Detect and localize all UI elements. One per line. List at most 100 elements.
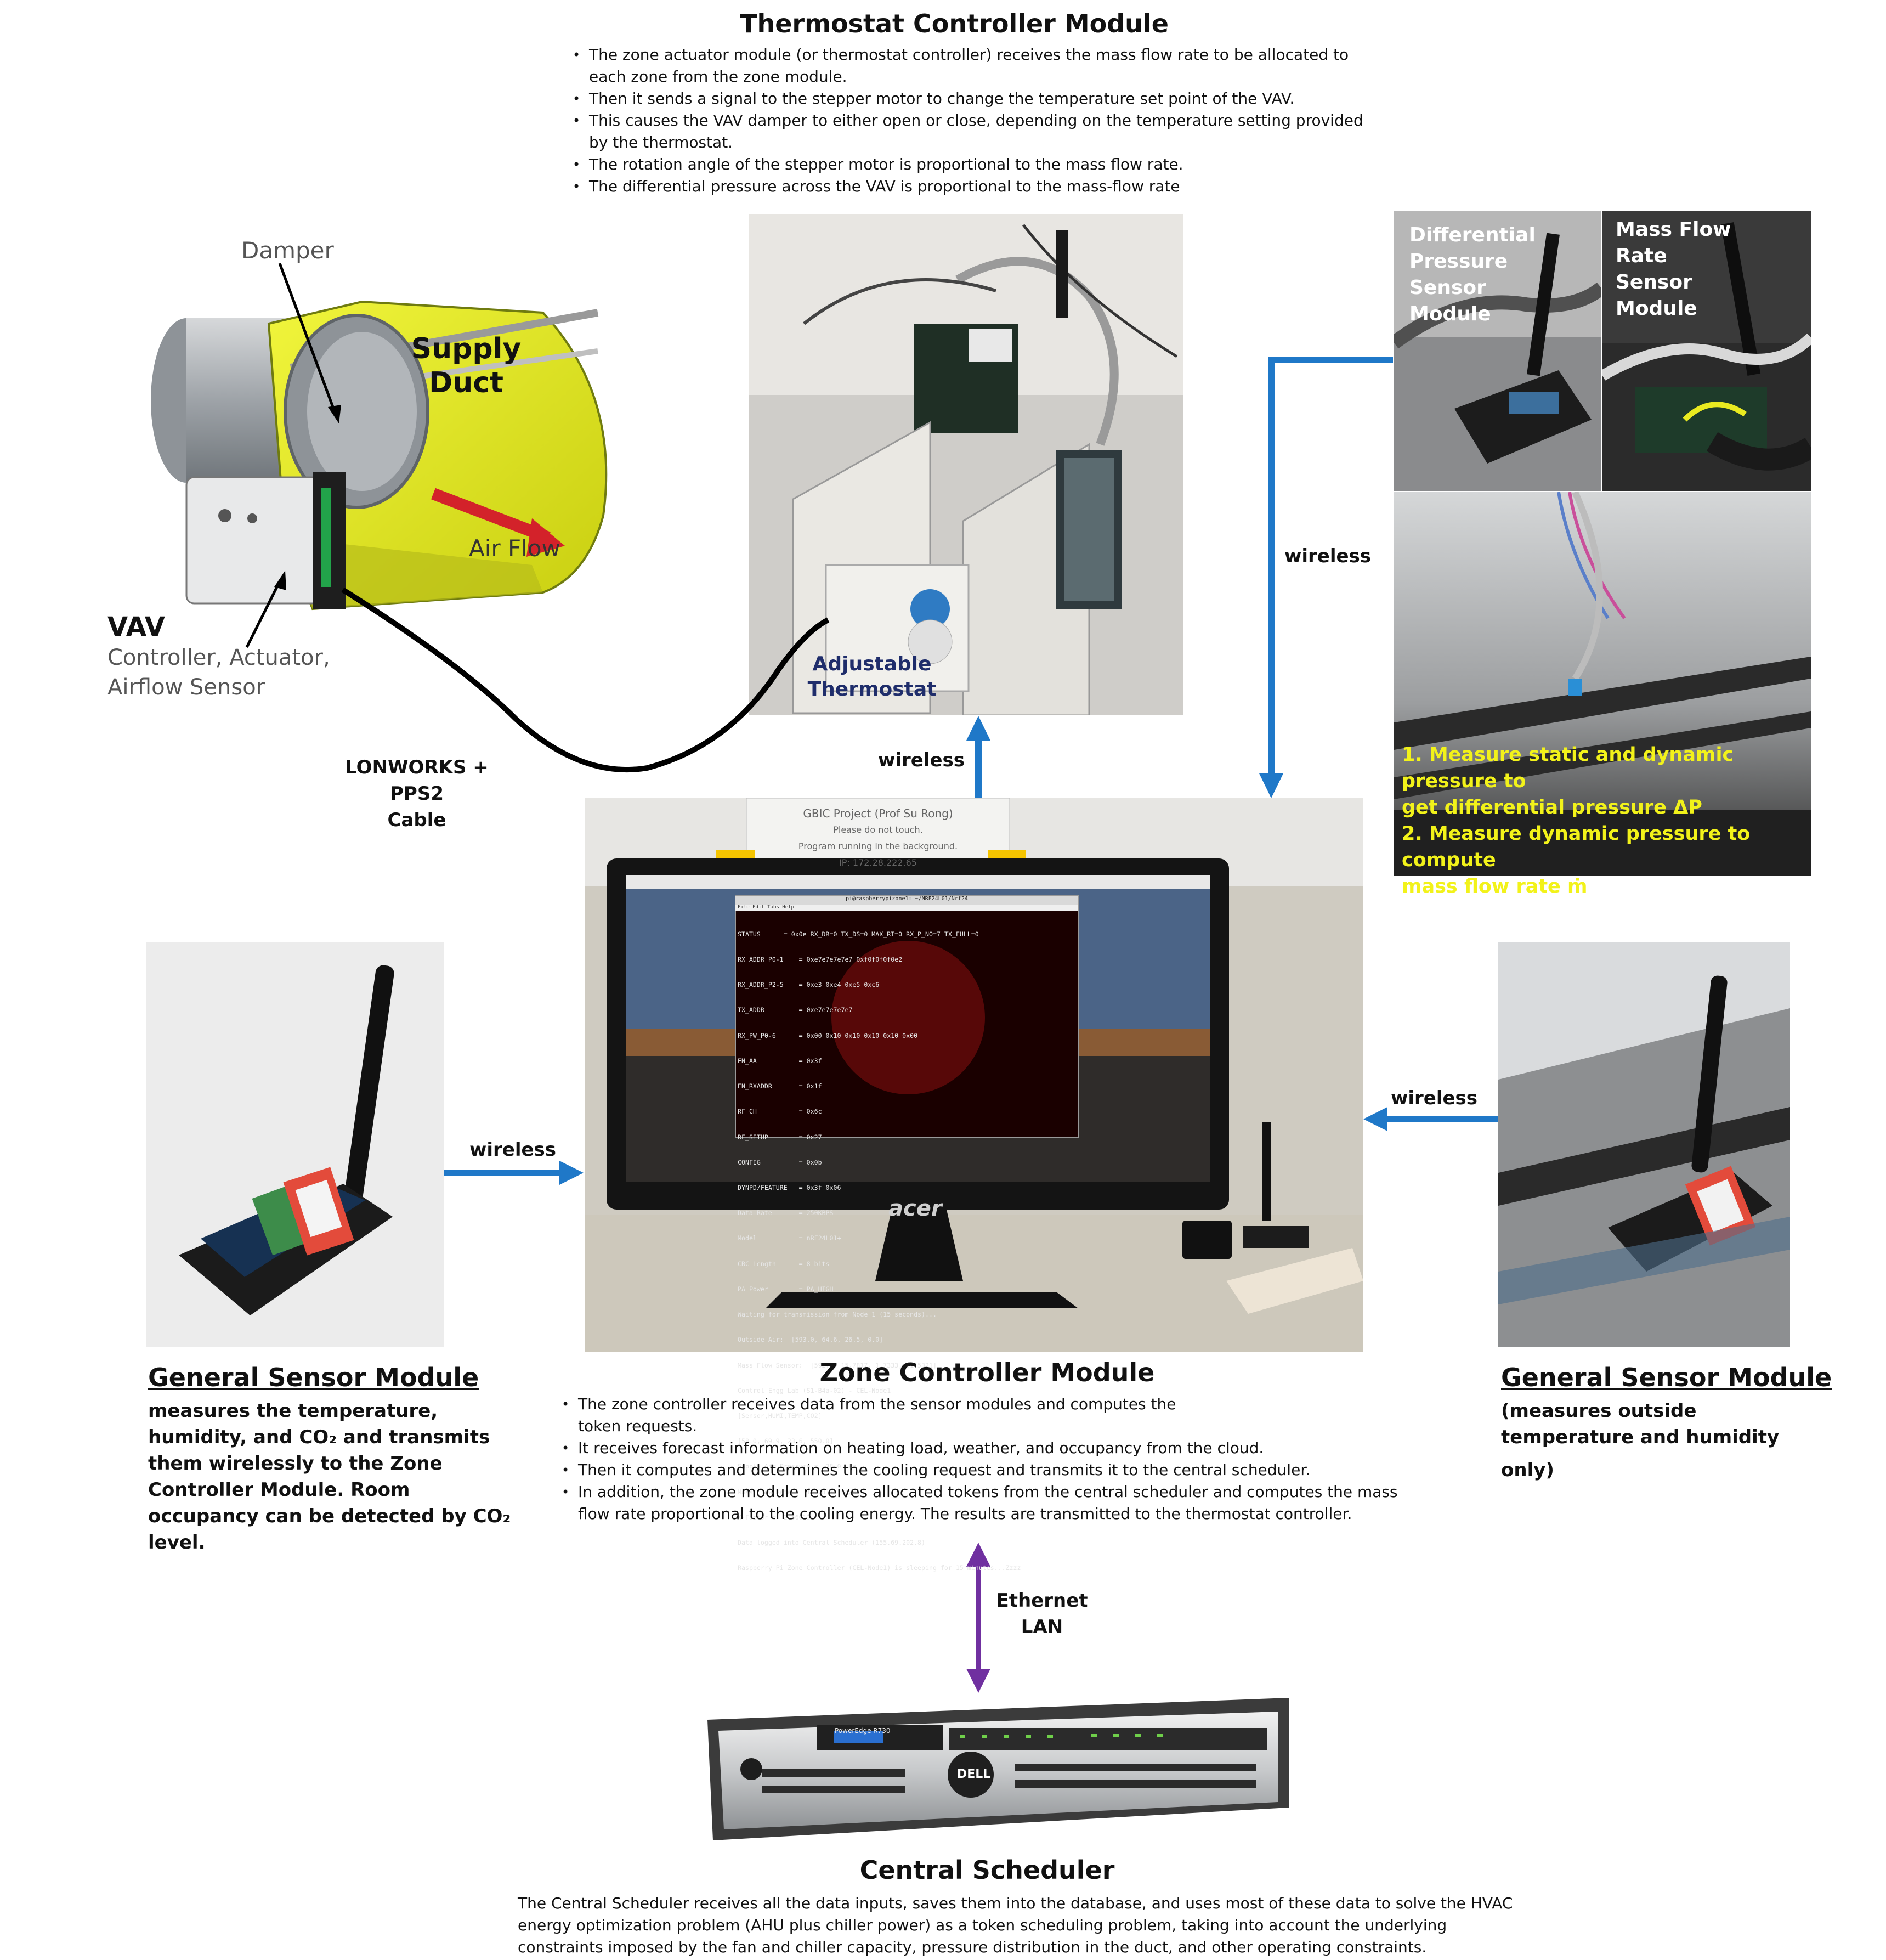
- pressure-steps-caption: 1. Measure static and dynamic pressure t…: [1402, 742, 1808, 900]
- monitor-note-line: IP: 172.28.222.65: [839, 857, 917, 868]
- central-text: The Central Scheduler receives all the d…: [518, 1893, 1513, 1958]
- terminal-line: Control Engg Lab (S1-B4a-02) - CEL-Node1: [738, 1386, 891, 1394]
- pressure-step-line: mass flow rate ṁ: [1402, 875, 1588, 897]
- wireless-label-rightsensor: wireless: [1390, 1087, 1478, 1109]
- terminal-line: EN_AA = 0x3f: [738, 1057, 822, 1065]
- central-text-line: energy optimization problem (AHU plus ch…: [518, 1916, 1447, 1934]
- left-sensor-text-line: occupancy can be detected by CO₂: [148, 1505, 511, 1527]
- zone-bullet: The zone controller receives data from t…: [562, 1393, 1434, 1437]
- left-sensor-text-line: measures the temperature,: [148, 1400, 438, 1422]
- central-text-line: constraints imposed by the fan and chill…: [518, 1938, 1427, 1956]
- central-title: Central Scheduler: [859, 1855, 1115, 1885]
- pressure-step-line: get differential pressure ΔP: [1402, 797, 1702, 818]
- terminal-line: CRC Length = 8 bits: [738, 1259, 830, 1268]
- antenna-shape: [1691, 975, 1728, 1173]
- terminal-line: Data Rate = 250KBPS: [738, 1209, 834, 1217]
- cable-label-line: LONWORKS + PPS2: [345, 756, 489, 805]
- mass-flow-label-line: Sensor: [1616, 271, 1692, 293]
- right-sensor-text: (measures outside temperature and humidi…: [1501, 1398, 1779, 1483]
- terminal-title: pi@raspberrypizone1: ~/NRF24L01/Nrf24: [846, 896, 968, 902]
- terminal-line: Waiting for transmission from Node 1 (15…: [738, 1311, 937, 1319]
- monitor-note: GBIC Project (Prof Su Rong) Please do no…: [746, 805, 1010, 871]
- cable-label-line: Cable: [387, 809, 446, 831]
- monitor-note-line: Please do not touch.: [833, 824, 923, 835]
- thermostat-title: Thermostat Controller Module: [740, 9, 1169, 38]
- adjustable-thermostat-label: Adjustable Thermostat: [806, 652, 938, 702]
- antenna-shape: [1527, 233, 1560, 376]
- thermostat-photo: [749, 214, 1183, 715]
- zone-bullet: Then it computes and determines the cool…: [562, 1459, 1434, 1481]
- thermostat-bullet: The zone actuator module (or thermostat …: [573, 44, 1373, 88]
- wireless-arrow-pressure-zone: [1268, 357, 1393, 779]
- supply-duct-label: Supply Duct: [406, 332, 526, 400]
- left-sensor-text: measures the temperature, humidity, and …: [148, 1398, 511, 1556]
- server-image: [707, 1698, 1289, 1846]
- thermostat-bullet: This causes the VAV damper to either ope…: [573, 110, 1373, 154]
- right-sensor-text-line: only): [1501, 1459, 1554, 1481]
- adjustable-thermostat-label-line: Thermostat: [807, 678, 937, 701]
- diff-pressure-label-line: Sensor: [1409, 276, 1486, 299]
- left-sensor-text-line: Controller Module. Room: [148, 1479, 410, 1501]
- antenna-shape: [1056, 230, 1068, 318]
- vav-title: VAV: [107, 612, 165, 642]
- terminal-line: RX_ADDR_P2-5 = 0xe3 0xe4 0xe5 0xc6: [738, 981, 880, 989]
- terminal-menu: File Edit Tabs Help: [738, 905, 794, 910]
- terminal-line: TX_ADDR = 0xe7e7e7e7e7: [738, 1006, 853, 1014]
- terminal-line: Raspberry Pi Zone Controller (CEL-Node1)…: [738, 1564, 1021, 1572]
- lonworks-cable: [341, 587, 830, 773]
- supply-duct-label-line: Supply: [411, 332, 522, 365]
- left-sensor-text-line: humidity, and CO₂ and transmits: [148, 1426, 490, 1448]
- terminal-line: RF_CH = 0x6c: [738, 1108, 822, 1116]
- ceiling-duct-photo: [1394, 492, 1811, 876]
- pressure-step-line: 2. Measure dynamic pressure to compute: [1402, 823, 1751, 871]
- terminal-line: RX_PW_P0-6 = 0x00 0x10 0x10 0x10 0x10 0x…: [738, 1031, 918, 1040]
- diff-pressure-label: Differential Pressure Sensor Module: [1409, 222, 1536, 327]
- right-sensor-photo: [1498, 942, 1790, 1347]
- vav-subtitle-line: Controller, Actuator,: [107, 645, 330, 670]
- monitor-note-line: GBIC Project (Prof Su Rong): [803, 807, 953, 820]
- terminal-line: Model = nRF24L01+: [738, 1234, 841, 1242]
- supply-duct-label-line: Duct: [429, 366, 503, 399]
- vav-illustration: [126, 230, 620, 669]
- dell-logo-shape: [948, 1752, 994, 1798]
- zone-title: Zone Controller Module: [819, 1358, 1155, 1387]
- central-text-line: The Central Scheduler receives all the d…: [518, 1894, 1513, 1912]
- zone-bullet: In addition, the zone module receives al…: [562, 1481, 1434, 1525]
- mass-flow-label-line: Rate: [1616, 245, 1667, 267]
- diff-pressure-label-line: Module: [1409, 303, 1491, 325]
- ethernet-label-line: Ethernet: [996, 1590, 1088, 1612]
- left-sensor-title: General Sensor Module: [148, 1363, 479, 1392]
- monitor-note-line: Program running in the background.: [798, 841, 958, 851]
- left-sensor-text-line: them wirelessly to the Zone: [148, 1453, 443, 1475]
- right-sensor-text-line: temperature and humidity: [1501, 1426, 1780, 1448]
- server-model: PowerEdge R730: [835, 1727, 891, 1735]
- airflow-label: Air Flow: [469, 535, 560, 562]
- terminal-line: CONFIG = 0x0b: [738, 1158, 822, 1166]
- diff-pressure-label-line: Pressure: [1409, 250, 1508, 273]
- antenna-shape: [1720, 222, 1761, 376]
- left-sensor-text-line: level.: [148, 1532, 206, 1554]
- wireless-label-leftsensor: wireless: [469, 1139, 557, 1161]
- mass-flow-label-line: Mass Flow: [1616, 218, 1731, 241]
- cable-label: LONWORKS + PPS2 Cable: [318, 754, 516, 833]
- wireless-label-thermostat: wireless: [877, 749, 965, 771]
- ethernet-label: Ethernet LAN: [987, 1588, 1097, 1640]
- terminal-line: DYNPD/FEATURE = 0x3f 0x06: [738, 1184, 841, 1191]
- zone-bullets: The zone controller receives data from t…: [559, 1393, 1434, 1525]
- mass-flow-label-line: Module: [1616, 297, 1697, 320]
- terminal-line: PA Power = PA_HIGH: [738, 1285, 834, 1293]
- ethernet-label-line: LAN: [1021, 1616, 1063, 1638]
- terminal-line: EN_RXADDR = 0x1f: [738, 1082, 822, 1091]
- terminal-line: Outside Air: [593.0, 64.6, 26.5, 0.0]: [738, 1336, 883, 1344]
- adjustable-thermostat-label-line: Adjustable: [812, 653, 932, 675]
- vav-subtitle: Controller, Actuator, Airflow Sensor: [107, 643, 330, 702]
- terminal-line: RF_SETUP = 0x27: [738, 1133, 822, 1141]
- antenna-shape: [344, 965, 394, 1205]
- terminal-line: RX_ADDR_P0-1 = 0xe7e7e7e7e7 0xf0f0f0f0e2: [738, 956, 903, 964]
- thermostat-bullet: Then it sends a signal to the stepper mo…: [573, 88, 1373, 110]
- diff-pressure-photo: [1394, 211, 1601, 491]
- terminal-line: Data logged into Central Scheduler (155.…: [738, 1539, 926, 1547]
- terminal-line: STATUS = 0x0e RX_DR=0 TX_DS=0 MAX_RT=0 R…: [738, 930, 979, 938]
- damper-label: Damper: [241, 237, 334, 264]
